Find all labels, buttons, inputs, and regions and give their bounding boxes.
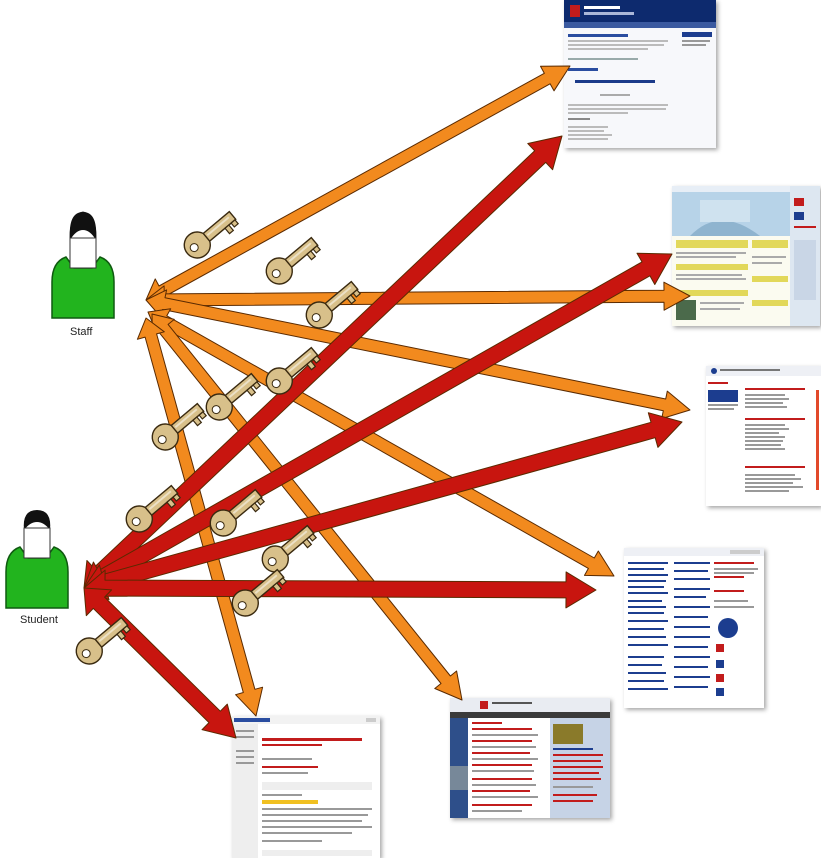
- website-thumbnail-5: [450, 698, 610, 818]
- student-arrows: [83, 135, 683, 739]
- website-thumbnail-1: [564, 0, 716, 148]
- key-icon: [265, 346, 322, 395]
- website-thumbnail-3: [706, 366, 821, 506]
- website-thumbnail-6: [232, 716, 380, 858]
- key-icon: [305, 280, 362, 329]
- student-label: Student: [20, 614, 58, 626]
- key-icon: [75, 616, 132, 665]
- student-actor-icon: [5, 510, 69, 609]
- key-icon: [151, 402, 208, 451]
- student-arrow-site-6: [83, 587, 237, 739]
- key-icon: [265, 236, 322, 285]
- key-icon: [209, 488, 266, 537]
- website-thumbnail-2: [672, 186, 820, 326]
- key-icon: [231, 568, 288, 617]
- keys: [75, 210, 362, 665]
- staff-actor-icon: [51, 211, 115, 319]
- key-icon: [183, 210, 240, 259]
- key-icon: [125, 484, 182, 533]
- student-arrow-site-4: [83, 569, 597, 609]
- key-icon: [205, 372, 262, 421]
- staff-label: Staff: [70, 326, 93, 338]
- key-icon: [261, 524, 318, 573]
- website-thumbnail-4: [624, 548, 764, 708]
